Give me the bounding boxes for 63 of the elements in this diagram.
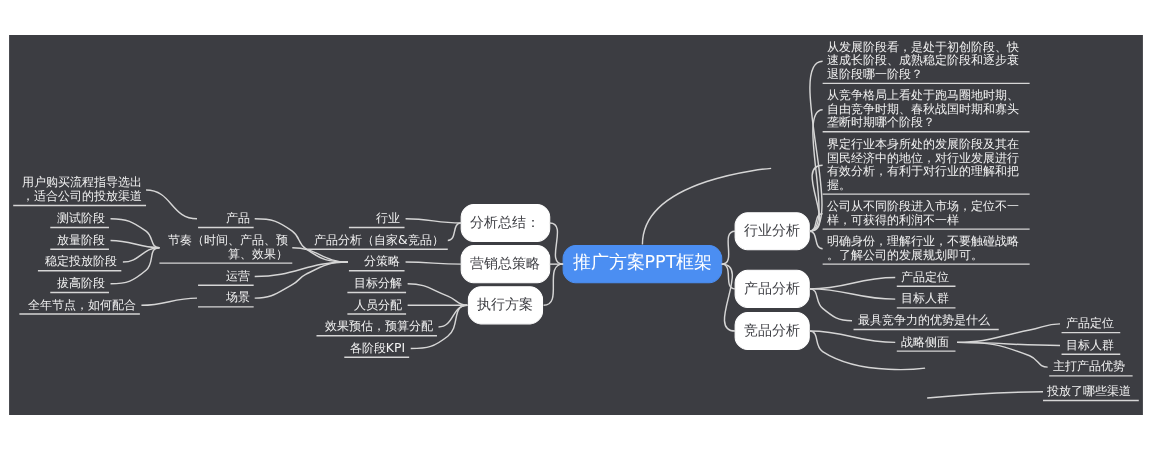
node-text: 拔高阶段 xyxy=(56,275,105,290)
node-box: 执行方案 xyxy=(467,286,544,325)
connector xyxy=(721,230,736,265)
node-box: 产品分析 xyxy=(734,269,810,308)
connector xyxy=(808,330,926,371)
connector xyxy=(140,297,198,307)
connector xyxy=(641,167,772,246)
connector xyxy=(808,330,896,344)
connector xyxy=(956,341,1049,368)
node-text: 放量阶段 xyxy=(56,232,105,247)
connector xyxy=(549,222,564,265)
connector xyxy=(404,261,462,265)
node-box: 行业分析 xyxy=(734,212,810,251)
node-text: 最具竞争力的优势是什么 xyxy=(857,312,990,327)
connector xyxy=(808,230,824,250)
connector xyxy=(406,282,469,307)
node-text: 分策略 xyxy=(364,254,401,269)
node-text: 从发展阶段看，是处于初创阶段、快速成长阶段、成熟稳定阶段和逐步衰退阶段哪一阶段？ xyxy=(826,40,1019,81)
connector xyxy=(926,391,1044,399)
connector xyxy=(721,263,736,290)
node-text: 产品 xyxy=(225,211,250,226)
node-text: 场景 xyxy=(225,290,250,305)
connector xyxy=(542,263,564,307)
connector xyxy=(808,288,853,322)
connector xyxy=(410,304,469,350)
connector xyxy=(721,263,736,332)
connector xyxy=(808,108,824,232)
connector xyxy=(808,60,824,232)
node-text: 产品分析（自家&竞品） xyxy=(314,232,444,247)
node-text: 目标分解 xyxy=(353,275,402,290)
node-box: 营销总策略 xyxy=(460,245,551,284)
connector xyxy=(447,222,462,242)
node-text: 行业 xyxy=(376,211,401,226)
node-text: 测试阶段 xyxy=(56,211,105,226)
node-text: 产品定位 xyxy=(1065,316,1114,331)
node-text: 节奏（时间、产品、预算、效果） xyxy=(168,233,289,261)
node-text: 目标人群 xyxy=(900,291,949,306)
node-text: 稳定投放阶段 xyxy=(45,254,118,269)
node-text: 明确身份，理解行业，不要触碰战略。了解公司的发展规划即可。 xyxy=(826,234,1019,262)
connector xyxy=(808,212,824,232)
node-text: 战略侧面 xyxy=(900,334,949,349)
node-text: 运营 xyxy=(225,268,250,283)
node-text: 公司从不同阶段进入市场，定位不一样，可获得的利润不一样 xyxy=(826,199,1019,227)
node-text: 目标人群 xyxy=(1065,337,1114,352)
node-text: 全年节点，如何配合 xyxy=(27,297,136,312)
node-box: 竞品分析 xyxy=(734,312,810,351)
node-text: 人员分配 xyxy=(353,297,402,312)
connector xyxy=(808,164,824,232)
node-box: 分析总结： xyxy=(460,203,551,242)
connector xyxy=(145,189,198,220)
node-text: 各阶段KPI xyxy=(349,340,406,355)
node-text: 界定行业本身所处的发展阶段及其在国民经济中的地位，对行业发展进行有效分析，有利于对行业的理解和把握。 xyxy=(826,137,1019,192)
node-text: 用户购买流程指导选出，适合公司的投放渠道 xyxy=(21,175,142,203)
node-text: 产品定位 xyxy=(900,269,949,284)
node-text: 主打产品优势 xyxy=(1053,359,1126,374)
connector xyxy=(254,261,349,299)
node-text: 效果预估，预算分配 xyxy=(324,319,433,334)
connector xyxy=(549,263,564,265)
node-text: 投放了哪些渠道 xyxy=(1047,384,1132,399)
node-box: 推广方案PPT框架 xyxy=(562,245,723,284)
connector xyxy=(404,218,462,224)
node-text: 从竞争格局上看处于跑马圈地时期、自由竞争时期、春秋战国时期和寡头垄断时期哪个阶段？ xyxy=(826,88,1019,130)
connector xyxy=(109,246,161,285)
